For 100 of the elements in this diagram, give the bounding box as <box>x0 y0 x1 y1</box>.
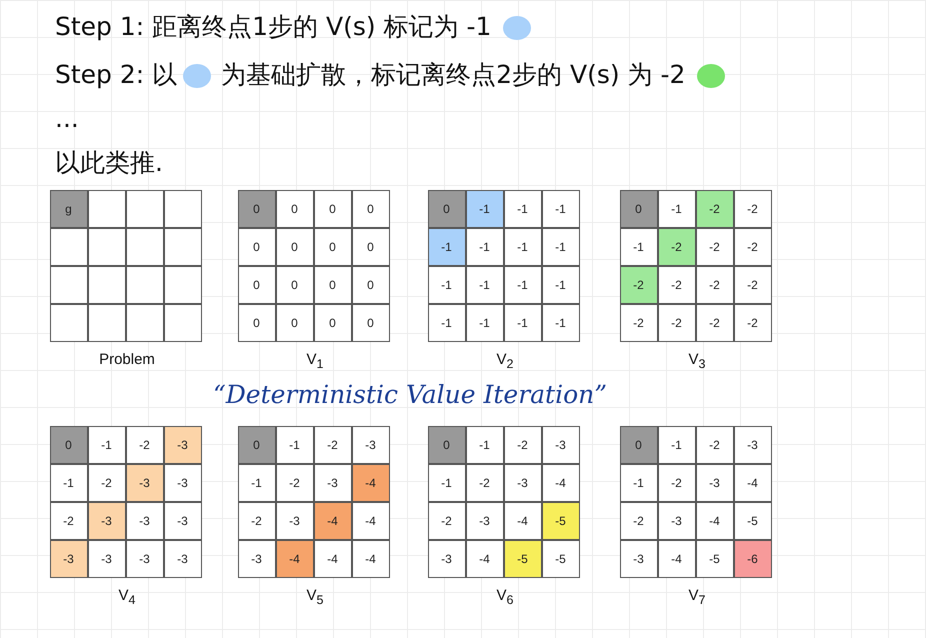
table-cell: -2 <box>734 304 772 342</box>
grid-cell <box>50 228 88 266</box>
table-cell: -4 <box>658 540 696 578</box>
table-cell: -2 <box>314 426 352 464</box>
table-cell: -1 <box>504 266 542 304</box>
grid-cell <box>88 190 126 228</box>
grid-cell <box>88 228 126 266</box>
table-cell: 0 <box>314 304 352 342</box>
grid-cell <box>164 190 202 228</box>
table-cell: -3 <box>504 464 542 502</box>
table-cell: -1 <box>658 426 696 464</box>
grid-cell <box>88 304 126 342</box>
table-cell: 0 <box>238 266 276 304</box>
table-cell: -2 <box>428 502 466 540</box>
table-cell: 0 <box>238 228 276 266</box>
step-note: 为基础扩散，标记离终点2步的 V(s) 为 -2 <box>221 59 686 91</box>
table-cell: -1 <box>504 304 542 342</box>
table-cell: -1 <box>466 228 504 266</box>
grid-cell <box>164 228 202 266</box>
table-cell: -1 <box>428 464 466 502</box>
table-cell: 0 <box>276 228 314 266</box>
title-text: “Deterministic Value Iteration” <box>212 380 608 409</box>
table-cell: -3 <box>428 540 466 578</box>
table-cell: -1 <box>620 228 658 266</box>
table-cell: -5 <box>542 540 580 578</box>
table-cell: 0 <box>238 426 276 464</box>
table-cell: -4 <box>314 540 352 578</box>
table-cell: 0 <box>352 304 390 342</box>
table-cell: 0 <box>428 426 466 464</box>
table-cell: -5 <box>504 540 542 578</box>
grid-cell <box>126 304 164 342</box>
grid-cell <box>126 266 164 304</box>
table-cell: -2 <box>620 502 658 540</box>
table-cell: -1 <box>276 426 314 464</box>
table-cell: -5 <box>696 540 734 578</box>
table-cell: -3 <box>126 502 164 540</box>
table-cell: -2 <box>696 426 734 464</box>
table-cell: -2 <box>696 304 734 342</box>
table-cell: -4 <box>314 502 352 540</box>
table-cell: 0 <box>352 228 390 266</box>
table-cell: -4 <box>276 540 314 578</box>
table-cell: -1 <box>466 266 504 304</box>
grid-cell <box>50 266 88 304</box>
table-cell: -1 <box>466 304 504 342</box>
table-cell: -1 <box>542 228 580 266</box>
step-note: Step 1: 距离终点1步的 V(s) 标记为 -1 <box>55 11 492 43</box>
grid-cell <box>164 304 202 342</box>
table-cell: 0 <box>238 190 276 228</box>
grid-caption: V$_{1}$ <box>306 351 324 371</box>
table-cell: -5 <box>542 502 580 540</box>
table-cell: -2 <box>734 266 772 304</box>
table-cell: 0 <box>620 426 658 464</box>
table-cell: 0 <box>620 190 658 228</box>
table-cell: -2 <box>620 304 658 342</box>
table-cell: 0 <box>276 266 314 304</box>
table-cell: -4 <box>734 464 772 502</box>
table-cell: -2 <box>734 190 772 228</box>
table-cell: -1 <box>88 426 126 464</box>
table-cell: -3 <box>658 502 696 540</box>
grid-cell <box>88 266 126 304</box>
grid-caption: V$_{7}$ <box>688 587 706 607</box>
table-cell: g <box>50 190 88 228</box>
table-cell: -2 <box>696 190 734 228</box>
table-cell: 0 <box>276 190 314 228</box>
table-cell: -2 <box>50 502 88 540</box>
table-cell: -3 <box>50 540 88 578</box>
table-cell: 0 <box>428 190 466 228</box>
table-cell: -2 <box>696 228 734 266</box>
table-cell: 0 <box>50 426 88 464</box>
table-cell: -3 <box>352 426 390 464</box>
table-cell: -1 <box>428 304 466 342</box>
table-cell: -1 <box>542 266 580 304</box>
table-cell: -3 <box>126 540 164 578</box>
table-cell: -2 <box>276 464 314 502</box>
table-cell: -2 <box>126 426 164 464</box>
table-cell: -2 <box>504 426 542 464</box>
table-cell: -2 <box>658 464 696 502</box>
table-cell: -1 <box>428 266 466 304</box>
table-cell: 0 <box>352 190 390 228</box>
table-cell: -3 <box>88 540 126 578</box>
table-cell: -3 <box>696 464 734 502</box>
table-cell: -3 <box>88 502 126 540</box>
table-cell: -1 <box>466 190 504 228</box>
table-cell: -5 <box>734 502 772 540</box>
grid-cell <box>164 266 202 304</box>
table-cell: 0 <box>276 304 314 342</box>
grid-caption: V$_{5}$ <box>306 587 324 607</box>
grid-caption: V$_{3}$ <box>688 351 706 371</box>
table-cell: -1 <box>542 304 580 342</box>
table-cell: -1 <box>504 228 542 266</box>
ellipsis-text: ... <box>55 104 79 133</box>
grid-caption: V$_{6}$ <box>496 587 514 607</box>
table-cell: -2 <box>696 266 734 304</box>
table-cell: 0 <box>238 304 276 342</box>
table-cell: -1 <box>238 464 276 502</box>
table-cell: -1 <box>504 190 542 228</box>
table-cell: 0 <box>314 190 352 228</box>
grid-cell <box>126 228 164 266</box>
table-cell: -4 <box>466 540 504 578</box>
table-cell: -2 <box>734 228 772 266</box>
